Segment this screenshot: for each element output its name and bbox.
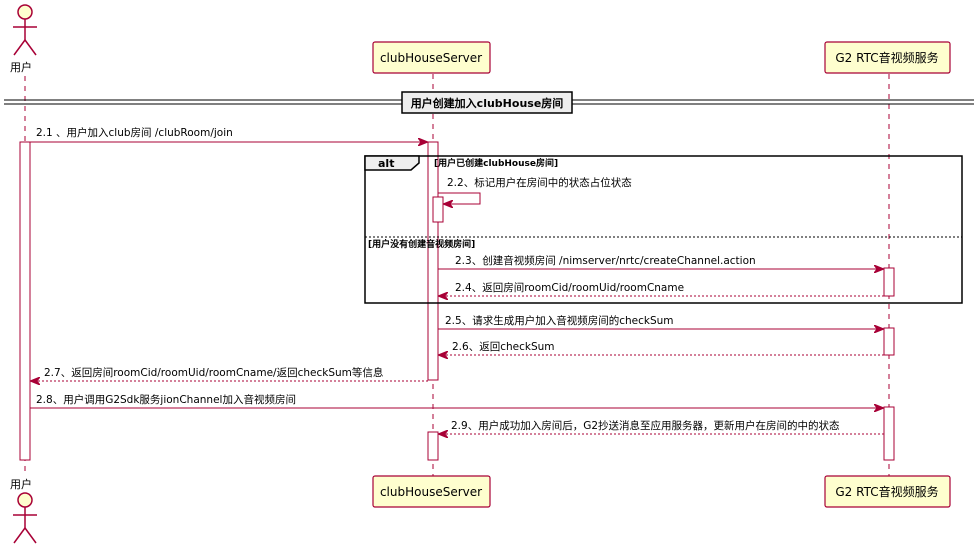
message-2-4: 2.4、返回房间roomCid/roomUid/roomCname [439,281,884,296]
message-2-9-label: 2.9、用户成功加入房间后，G2抄送消息至应用服务器，更新用户在房间的中的状态 [451,419,840,432]
user-activation [19,141,31,461]
rtc-label-bottom: G2 RTC音视频服务 [835,484,938,499]
message-2-2: 2.2、标记用户在房间中的状态占位状态 [438,176,632,204]
user-actor-icon-bottom [13,492,37,544]
rtc-label-top: G2 RTC音视频服务 [835,50,938,65]
message-2-5: 2.5、请求生成用户加入音视频房间的checkSum [438,314,883,329]
message-2-2-label: 2.2、标记用户在房间中的状态占位状态 [447,176,632,189]
rtc-activation-2 [883,327,895,356]
server-activation-end [427,431,439,461]
server-label-top: clubHouseServer [380,51,482,65]
message-2-8: 2.8、用户调用G2Sdk服务jionChannel加入音视频房间 [30,393,883,408]
message-2-7: 2.7、返回房间roomCid/roomUid/roomCname/返回chec… [31,366,428,381]
rtc-box-top: G2 RTC音视频服务 [824,41,951,74]
user-actor-icon-top [13,4,37,56]
message-2-3-label: 2.3、创建音视频房间 /nimserver/nrtc/createChanne… [455,254,756,267]
message-2-1: 2.1 、用户加入club房间 /clubRoom/join [30,126,427,142]
message-2-6: 2.6、返回checkSum [439,341,884,355]
message-2-8-label: 2.8、用户调用G2Sdk服务jionChannel加入音视频房间 [36,393,296,406]
server-label-bottom: clubHouseServer [380,485,482,499]
alt-guard-2: [用户没有创建音视频房间] [368,238,475,250]
server-activation-main [427,141,439,381]
message-2-9: 2.9、用户成功加入房间后，G2抄送消息至应用服务器，更新用户在房间的中的状态 [439,419,884,434]
message-2-4-label: 2.4、返回房间roomCid/roomUid/roomCname [455,281,684,294]
section-divider: 用户创建加入clubHouse房间 [4,91,974,114]
server-box-bottom: clubHouseServer [372,475,491,508]
message-2-6-label: 2.6、返回checkSum [452,341,555,353]
server-box-top: clubHouseServer [372,41,491,74]
alt-frame: alt [用户已创建clubHouse房间] [用户没有创建音视频房间] [364,155,963,304]
user-label-top: 用户 [10,60,32,74]
rtc-activation-3 [883,406,895,461]
message-2-7-label: 2.7、返回房间roomCid/roomUid/roomCname/返回chec… [44,366,383,379]
message-2-1-label: 2.1 、用户加入club房间 /clubRoom/join [36,126,233,139]
rtc-box-bottom: G2 RTC音视频服务 [824,475,951,508]
alt-label: alt [378,157,394,170]
server-activation-self [432,196,444,223]
user-label-bottom: 用户 [10,477,32,491]
divider-label: 用户创建加入clubHouse房间 [411,96,564,110]
alt-guard-1: [用户已创建clubHouse房间] [434,157,558,169]
rtc-activation-1 [883,267,895,297]
message-2-5-label: 2.5、请求生成用户加入音视频房间的checkSum [445,314,674,327]
message-2-3: 2.3、创建音视频房间 /nimserver/nrtc/createChanne… [438,254,883,269]
